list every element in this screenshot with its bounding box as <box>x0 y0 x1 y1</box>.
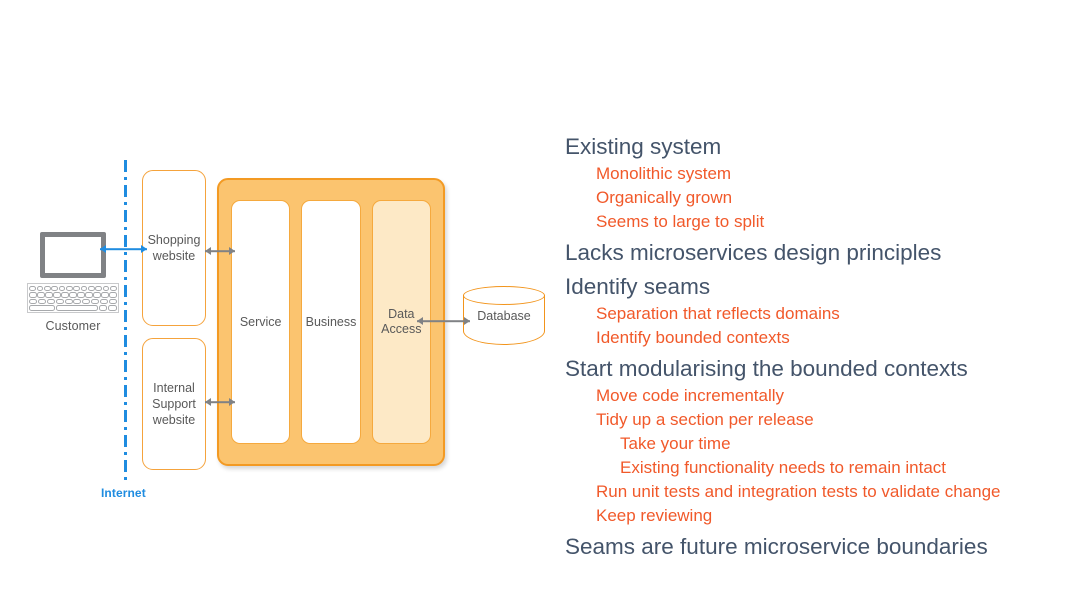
keyboard-key <box>64 298 73 304</box>
database-label: Database <box>477 309 531 323</box>
database-node: Database <box>463 286 545 354</box>
cylinder-top-icon <box>463 286 545 305</box>
arrow-head-left-icon <box>205 247 211 255</box>
keyboard-key <box>53 292 61 298</box>
keyboard-spacebar <box>56 305 98 311</box>
internal-support-website-node: Internal Support website <box>142 338 206 470</box>
arrow-head-right-icon <box>141 245 147 253</box>
arrow-head-right-icon <box>464 317 470 325</box>
monolith-column-business: Business <box>301 200 361 444</box>
keyboard-key <box>36 285 44 291</box>
keyboard-key <box>90 298 99 304</box>
keyboard-key <box>73 285 80 291</box>
keyboard-key <box>102 285 110 291</box>
outline-item-level-1: Separation that reflects domains <box>596 304 840 323</box>
keyboard-key <box>46 298 55 304</box>
arrow-head-right-icon <box>229 247 235 255</box>
outline-item-level-1: Move code incrementally <box>596 386 785 405</box>
customer-label: Customer <box>45 319 101 333</box>
keyboard-key <box>69 292 77 298</box>
keyboard-key <box>55 298 64 304</box>
outline-item-level-0: Identify seams <box>565 274 711 299</box>
keyboard-key <box>58 285 66 291</box>
arrow-shaft <box>205 401 235 403</box>
internet-divider-icon <box>124 160 127 482</box>
architecture-diagram: Customer Internet Shopping website Inter… <box>24 160 545 500</box>
outline-item-level-0: Start modularising the bounded contexts <box>565 356 968 381</box>
arrow-monolith-to-database <box>417 315 470 327</box>
keyboard-key <box>95 285 102 291</box>
keyboard-key <box>80 285 88 291</box>
monolith-column-service: Service <box>231 200 291 444</box>
outline-item-level-2: Existing functionality needs to remain i… <box>620 458 947 477</box>
keyboard-icon <box>27 283 119 313</box>
arrow-shaft <box>205 250 235 252</box>
keyboard-key <box>107 305 117 311</box>
keyboard-key <box>29 305 56 311</box>
arrow-head-right-icon <box>229 398 235 406</box>
keyboard-key <box>99 298 108 304</box>
keyboard-key <box>108 298 117 304</box>
arrow-head-left-icon <box>100 245 106 253</box>
outline-item-level-1: Identify bounded contexts <box>596 328 790 347</box>
keyboard-row <box>29 285 117 291</box>
keyboard-key <box>61 292 69 298</box>
arrow-shopping-to-monolith <box>205 245 235 257</box>
keyboard-key <box>77 292 85 298</box>
customer-node: Customer <box>24 232 122 333</box>
internet-label: Internet <box>101 486 146 500</box>
outline-item-level-1: Run unit tests and integration tests to … <box>596 482 1001 501</box>
keyboard-key <box>110 285 117 291</box>
keyboard-key <box>73 298 82 304</box>
outline-item-level-1: Tidy up a section per release <box>596 410 814 429</box>
keyboard-key <box>101 292 109 298</box>
keyboard-key <box>82 298 91 304</box>
outline-item-level-0: Seams are future microservice boundaries <box>565 534 988 559</box>
shopping-website-node: Shopping website <box>142 170 206 326</box>
outline-item-level-0: Existing system <box>565 134 722 159</box>
outline-item-level-0: Lacks microservices design principles <box>565 240 942 265</box>
outline-item-level-2: Take your time <box>620 434 731 453</box>
arrow-shaft <box>100 248 147 250</box>
keyboard-row <box>29 305 117 311</box>
keyboard-key <box>98 305 108 311</box>
keyboard-key <box>85 292 93 298</box>
outline-item-level-1: Seems to large to split <box>596 212 765 231</box>
keyboard-key <box>51 285 58 291</box>
outline-item-level-1: Organically grown <box>596 188 733 207</box>
keyboard-row <box>29 292 117 298</box>
arrow-shaft <box>417 320 470 322</box>
keyboard-row <box>29 298 117 304</box>
arrow-head-left-icon <box>205 398 211 406</box>
keyboard-key <box>88 285 95 291</box>
keyboard-key <box>29 298 38 304</box>
outline-item-level-1: Monolithic system <box>596 164 732 183</box>
arrow-head-left-icon <box>417 317 423 325</box>
keyboard-key <box>29 285 36 291</box>
keyboard-key <box>93 292 101 298</box>
keyboard-key <box>66 285 73 291</box>
arrow-customer-to-internet <box>100 243 147 255</box>
keyboard-key <box>109 292 117 298</box>
outline-item-level-1: Keep reviewing <box>596 506 713 525</box>
keyboard-key <box>45 292 53 298</box>
arrow-internal-to-monolith <box>205 396 235 408</box>
keyboard-key <box>38 298 47 304</box>
monitor-icon <box>40 232 106 278</box>
keyboard-key <box>37 292 45 298</box>
keyboard-key <box>29 292 37 298</box>
monolith-container: Service Business Data Access <box>217 178 445 466</box>
keyboard-key <box>44 285 51 291</box>
